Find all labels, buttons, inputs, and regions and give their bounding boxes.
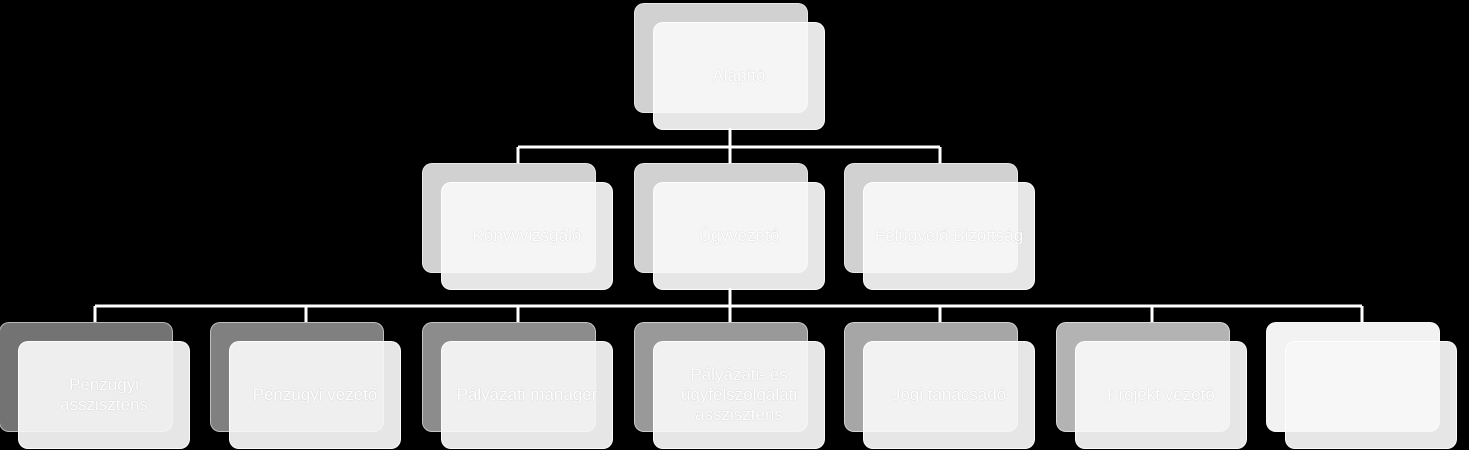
node-konyvvizsgalo: Könyvvizsgáló (441, 182, 613, 290)
node-palyazati-manager: Pályázati manager (441, 341, 613, 449)
node-level3-node-7 (1285, 341, 1457, 449)
node-felugyelo-label: Felügyelő Bizottság (874, 226, 1024, 245)
node-palyazati-ugyfelszolgalati: Pályázati- és ügyfélszolgálati assziszte… (653, 341, 825, 449)
connector-lines (93, 128, 1364, 322)
node-konyvvizsgalo-label: Könyvvizsgáló (472, 226, 582, 245)
node-projekt-vezeto: Projekt vezető (1075, 341, 1247, 449)
node-projekt-vezeto-label: Projekt vezető (1107, 385, 1215, 404)
node-penzugyi-vezeto-label: Pénzügyi vezető (252, 385, 378, 404)
node-alapito-label: Alapító (712, 66, 766, 85)
node-penzugyi-vezeto: Pénzügyi vezető (229, 341, 401, 449)
node-alapito: Alapító (653, 22, 825, 130)
node-jogi-tanacsado-label: Jogi tanácsadó (891, 385, 1007, 404)
node-penzugyi-asszisztens: Pénzügyi asszisztens (18, 341, 190, 449)
node-ugyvezeto-label: Ügyvezető (698, 226, 780, 245)
node-palyazati-manager-label: Pályázati manager (456, 385, 598, 404)
node-ugyvezeto: Ügyvezető (653, 182, 825, 290)
node-felugyelo: Felügyelő Bizottság (863, 182, 1035, 290)
node-palyazati-ugyfelszolgalati-label: Pályázati- és ügyfélszolgálati assziszte… (680, 365, 798, 424)
node-jogi-tanacsado: Jogi tanácsadó (863, 341, 1035, 449)
node-penzugyi-asszisztens-label: Pénzügyi asszisztens (60, 375, 148, 414)
